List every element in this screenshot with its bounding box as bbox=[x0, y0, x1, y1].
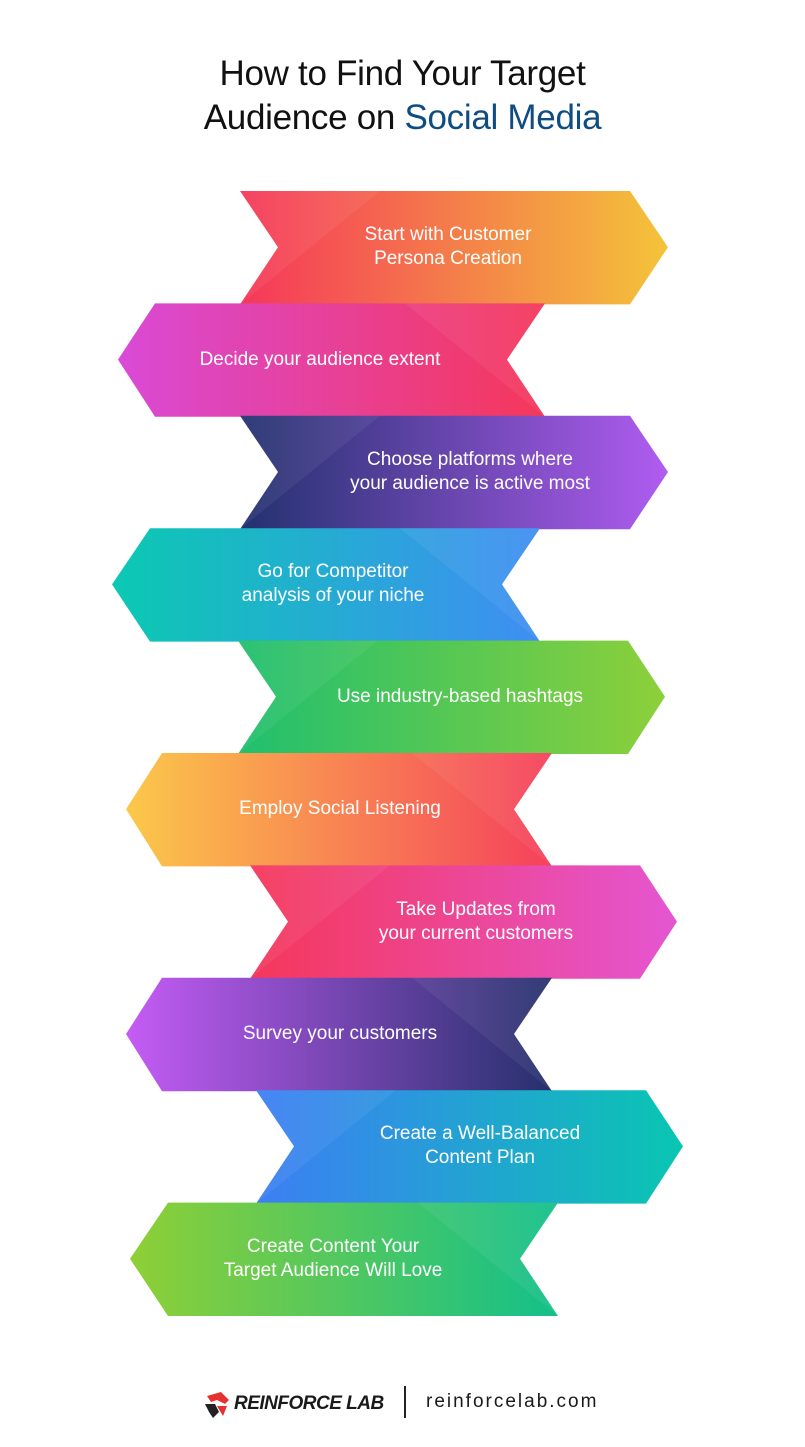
step-label-2: Decide your audience extent bbox=[160, 348, 480, 372]
title-accent: Social Media bbox=[404, 98, 602, 137]
footer: REINFORCE LAB reinforcelab.com bbox=[0, 1382, 805, 1426]
step-label-line: Start with Customer bbox=[364, 224, 532, 246]
step-arrow-10 bbox=[130, 1202, 558, 1316]
step-label-line: Create a Well-Balanced bbox=[379, 1123, 581, 1145]
step-shade-4 bbox=[400, 528, 540, 642]
step-shade-2 bbox=[405, 303, 545, 417]
title-line-2-prefix: Audience on bbox=[203, 98, 405, 137]
step-label-line: Use industry-based hashtags bbox=[336, 685, 584, 707]
step-shade-7 bbox=[250, 865, 390, 979]
step-label-line: Take Updates from bbox=[396, 898, 556, 920]
step-label-line: Choose platforms where bbox=[367, 449, 573, 470]
step-label-3: Choose platforms where your audience is a… bbox=[310, 448, 630, 496]
step-arrow-3 bbox=[240, 415, 668, 530]
step-shade-8 bbox=[412, 977, 552, 1092]
step-label-line: Survey your customers bbox=[242, 1023, 438, 1044]
brand-name: REINFORCE LAB bbox=[234, 1393, 384, 1414]
step-arrow-4 bbox=[112, 528, 540, 642]
step-label-line: Target Audience Will Love bbox=[223, 1259, 443, 1281]
footer-divider bbox=[404, 1386, 406, 1418]
step-label-line: Create Content Your bbox=[246, 1235, 420, 1257]
step-label-5: Use industry-based hashtags bbox=[295, 685, 625, 709]
step-shade-5 bbox=[238, 640, 378, 754]
step-label-line: your audience is active most bbox=[350, 473, 590, 494]
step-arrow-2 bbox=[118, 303, 545, 417]
step-arrow-9 bbox=[256, 1090, 683, 1204]
step-shade-10 bbox=[418, 1202, 558, 1316]
step-label-line: Employ Social Listening bbox=[239, 798, 441, 820]
step-arrow-5 bbox=[238, 640, 665, 754]
step-label-line: your current customers bbox=[378, 922, 574, 944]
step-arrow-6 bbox=[126, 753, 552, 867]
reinforce-lab-logo-icon bbox=[205, 1392, 229, 1418]
step-shade-9 bbox=[256, 1090, 396, 1204]
title-line-2: Audience on Social Media bbox=[0, 96, 805, 140]
title-line-1: How to Find Your Target bbox=[219, 54, 586, 93]
step-shade-6 bbox=[412, 753, 552, 867]
step-arrow-8 bbox=[126, 977, 552, 1092]
page-title: How to Find Your Target Audience on Soci… bbox=[0, 52, 805, 140]
step-arrow-7 bbox=[250, 865, 677, 979]
step-label-line: Persona Creation bbox=[374, 248, 522, 270]
step-label-6: Employ Social Listening bbox=[190, 797, 490, 821]
step-shade-3 bbox=[240, 415, 380, 530]
step-shade-1 bbox=[240, 191, 380, 305]
step-label-line: analysis of your niche bbox=[241, 585, 425, 607]
website-link[interactable]: reinforcelab.com bbox=[426, 1391, 599, 1412]
step-label-line: Go for Competitor bbox=[257, 561, 409, 583]
step-label-8: Survey your customers bbox=[190, 1022, 490, 1046]
step-arrow-1 bbox=[240, 191, 668, 305]
step-label-line: Decide your audience extent bbox=[199, 348, 441, 370]
step-label-line: Content Plan bbox=[425, 1147, 535, 1169]
